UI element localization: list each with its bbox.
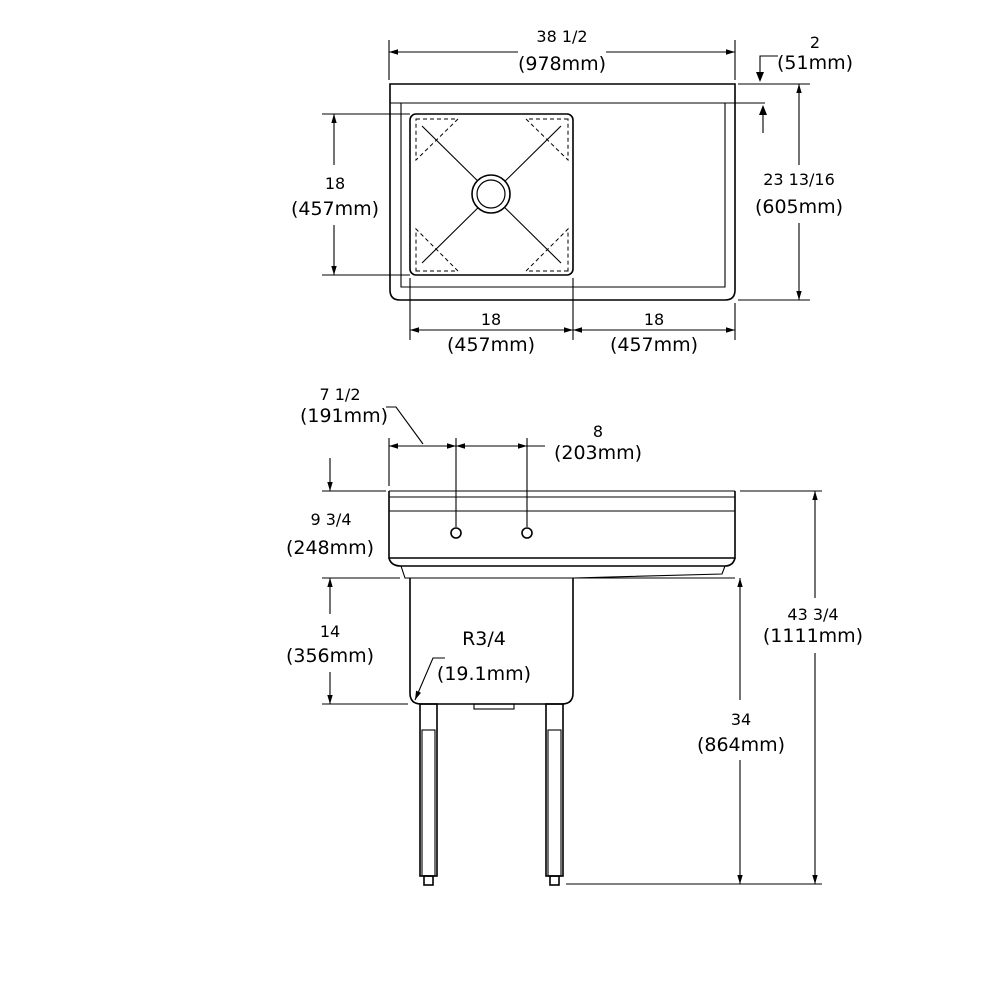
backsplash-height-mm: (248mm): [286, 537, 374, 559]
faucet-offset-mm: (191mm): [300, 405, 388, 427]
backsplash-height-inch: 9 3/4: [310, 510, 351, 529]
bowl-height-mm: (356mm): [286, 645, 374, 667]
top-view: 38 1/2 (978mm) 2 (51mm) 18 (457mm): [291, 27, 853, 356]
faucet-spacing-dimension: 8 (203mm): [456, 422, 642, 527]
drainboard-width-inch: 18: [644, 310, 664, 329]
backsplash-side: [388, 490, 736, 559]
work-height-mm: (864mm): [697, 734, 785, 756]
overall-depth-inch: 23 13/16: [763, 170, 835, 189]
overall-depth-mm: (605mm): [755, 196, 843, 218]
faucet-spacing-inch: 8: [593, 422, 603, 441]
faucet-offset-inch: 7 1/2: [319, 385, 360, 404]
bowl-depth-mm: (457mm): [291, 198, 379, 220]
bowl-width-inch: 18: [481, 310, 501, 329]
backsplash-depth-inch: 2: [810, 33, 820, 52]
legs-side: [419, 703, 564, 886]
top-view-outline: [389, 83, 765, 301]
bottom-width-dimensions: 18 (457mm) 18 (457mm): [409, 278, 736, 356]
backsplash-depth-dimension: 2 (51mm): [738, 33, 853, 133]
bowl-depth-inch: 18: [325, 174, 345, 193]
corner-radius-inch: R3/4: [462, 628, 506, 650]
overall-height-mm: (1111mm): [763, 625, 863, 647]
work-height-dimension: 34 (864mm): [697, 578, 785, 884]
overall-height-inch: 43 3/4: [787, 605, 838, 624]
side-view: 7 1/2 (191mm) 8 (203mm) 9 3/4 (248mm) 14…: [286, 385, 863, 886]
faucet-offset-dimension: 7 1/2 (191mm): [300, 385, 457, 527]
bowl-top: [409, 113, 574, 276]
faucet-spacing-mm: (203mm): [554, 442, 642, 464]
drainboard-width-mm: (457mm): [610, 334, 698, 356]
overall-width-mm: (978mm): [518, 53, 606, 75]
bowl-side: [409, 578, 574, 710]
corner-radius-callout: R3/4 (19.1mm): [414, 628, 531, 701]
overall-width-inch: 38 1/2: [536, 27, 587, 46]
bowl-height-inch: 14: [320, 622, 340, 641]
bowl-depth-dimension: 18 (457mm): [291, 113, 410, 276]
deck-side: [388, 557, 736, 579]
backsplash-height-dimension: 9 3/4 (248mm): [286, 458, 400, 614]
overall-width-dimension: 38 1/2 (978mm): [388, 27, 736, 80]
overall-height-dimension: 43 3/4 (1111mm): [566, 490, 863, 885]
backsplash-depth-mm: (51mm): [777, 52, 853, 74]
bowl-height-dimension: 14 (356mm): [286, 622, 408, 705]
overall-depth-dimension: 23 13/16 (605mm): [738, 83, 843, 301]
bowl-width-mm: (457mm): [447, 334, 535, 356]
corner-radius-mm: (19.1mm): [437, 663, 531, 685]
work-height-inch: 34: [731, 710, 751, 729]
